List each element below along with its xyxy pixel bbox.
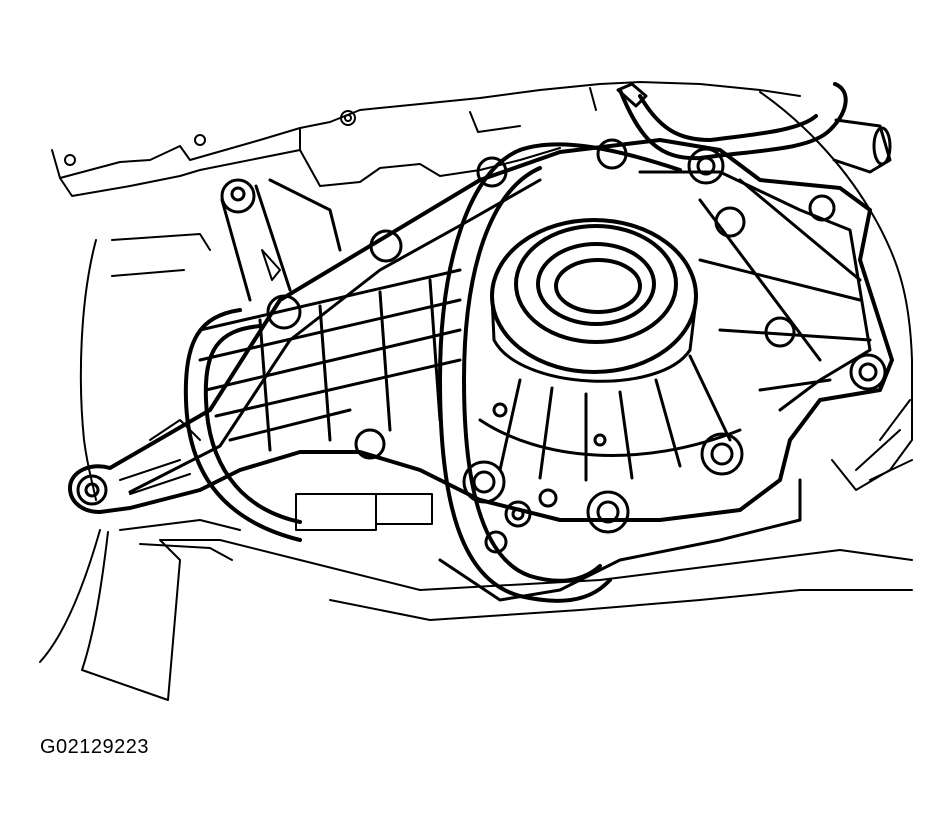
pump-bottom-plate (438, 478, 802, 602)
bolt-boss (462, 460, 506, 504)
bolt-boss (354, 428, 386, 460)
pump-body (68, 138, 894, 522)
gasket-ring-inner (462, 166, 602, 583)
left-gasket-loop (183, 308, 302, 542)
arm-slots (119, 419, 201, 495)
figure-id-label: G02129223 (40, 736, 150, 758)
bearing-seal (536, 242, 656, 326)
bolt-boss (714, 206, 746, 238)
bolt-boss (596, 500, 620, 524)
flange-hole (64, 154, 76, 166)
bearing-housing-ring (514, 224, 678, 344)
ring-rib (478, 418, 742, 457)
upper-bracket-arm (220, 178, 342, 302)
bolt-boss (849, 353, 887, 391)
flange-hole (340, 110, 356, 126)
upper-bracket-slot (261, 249, 281, 281)
tube-end-opening (872, 126, 892, 166)
radial-ribs (498, 354, 732, 482)
bolt-boss (700, 432, 744, 476)
top-flange-lower-edge (59, 147, 561, 197)
bearing-bore (554, 258, 642, 314)
flange-hole (194, 134, 206, 146)
bolt-boss (230, 186, 246, 202)
bolt-boss (476, 156, 508, 188)
right-housing (759, 91, 913, 491)
lower-block (295, 493, 377, 531)
bolt-boss (220, 178, 256, 214)
bottom-rail-lower (329, 589, 913, 621)
flange-step (299, 87, 597, 151)
bolt-boss (84, 482, 100, 498)
bolt-boss (369, 229, 403, 263)
right-web (698, 178, 872, 392)
bolt-boss (710, 442, 734, 466)
bolt-boss (696, 156, 716, 176)
bolt-boss (511, 507, 525, 521)
bolt-boss (808, 194, 836, 222)
hose-fitting (616, 82, 648, 108)
bolt-boss (76, 474, 108, 506)
bottom-rail (299, 549, 913, 591)
bolt-boss (593, 433, 607, 447)
tube-end (832, 118, 892, 174)
lower-bracket (39, 529, 301, 701)
lower-block (375, 493, 433, 525)
arm-cross-ribs (258, 278, 442, 452)
lower-bracket-edge (119, 519, 241, 561)
right-housing-detail (855, 399, 913, 481)
left-body-curve (79, 239, 97, 501)
bolt-boss (687, 147, 725, 185)
bearing-housing-side (490, 294, 698, 383)
bolt-boss (586, 490, 630, 534)
bolt-boss (596, 138, 628, 170)
gasket-ring (438, 142, 682, 603)
bolt-boss (764, 316, 796, 348)
bolt-boss (492, 402, 508, 418)
bolt-boss (472, 470, 496, 494)
bolt-boss (266, 294, 302, 330)
bolt-boss (858, 362, 878, 382)
bolt-bosses (76, 138, 887, 554)
arm-ribs (198, 268, 462, 442)
bolt-boss (484, 530, 508, 554)
bolt-boss (504, 500, 532, 528)
left-body-inner (111, 233, 211, 277)
hose-inner (638, 94, 818, 142)
flange-hole (344, 114, 352, 122)
bolt-boss (538, 488, 558, 508)
